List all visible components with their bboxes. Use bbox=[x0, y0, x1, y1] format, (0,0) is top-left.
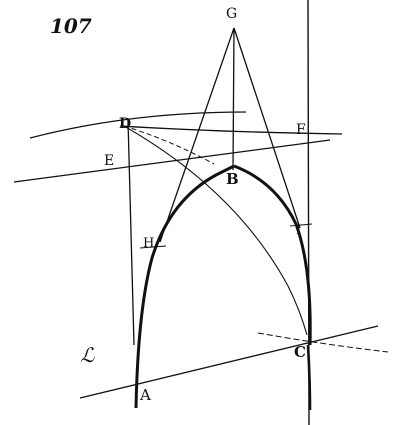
label-A: A bbox=[139, 386, 151, 404]
corner-glyph: ℒ bbox=[80, 343, 95, 367]
figure-number: 107 bbox=[50, 14, 92, 38]
line-D-F bbox=[119, 125, 343, 135]
label-B: B bbox=[226, 170, 239, 188]
label-H: H bbox=[143, 236, 154, 251]
arc-through-C bbox=[257, 332, 389, 353]
dashed-arc-from-D bbox=[123, 125, 215, 165]
tick-H bbox=[139, 245, 167, 249]
label-D: D bbox=[119, 116, 131, 132]
label-E: E bbox=[104, 153, 114, 169]
label-G: G bbox=[226, 6, 237, 22]
vertical-line-left bbox=[127, 119, 135, 346]
line-G-I bbox=[233, 27, 301, 229]
tick-I bbox=[289, 223, 313, 227]
curve-through-D bbox=[29, 111, 247, 139]
baseline-A-C bbox=[79, 325, 379, 399]
arch-left-curve bbox=[134, 164, 235, 409]
vertical-line-axis bbox=[232, 27, 235, 171]
label-C: C bbox=[294, 343, 306, 361]
label-I: I bbox=[296, 223, 301, 238]
line-G-H bbox=[159, 27, 235, 243]
label-F: F bbox=[296, 122, 306, 138]
line-E-F bbox=[13, 139, 331, 183]
arch-lower-right-curve bbox=[306, 344, 312, 411]
arch-right-curve bbox=[233, 164, 312, 346]
curve-D-to-C bbox=[123, 125, 308, 336]
